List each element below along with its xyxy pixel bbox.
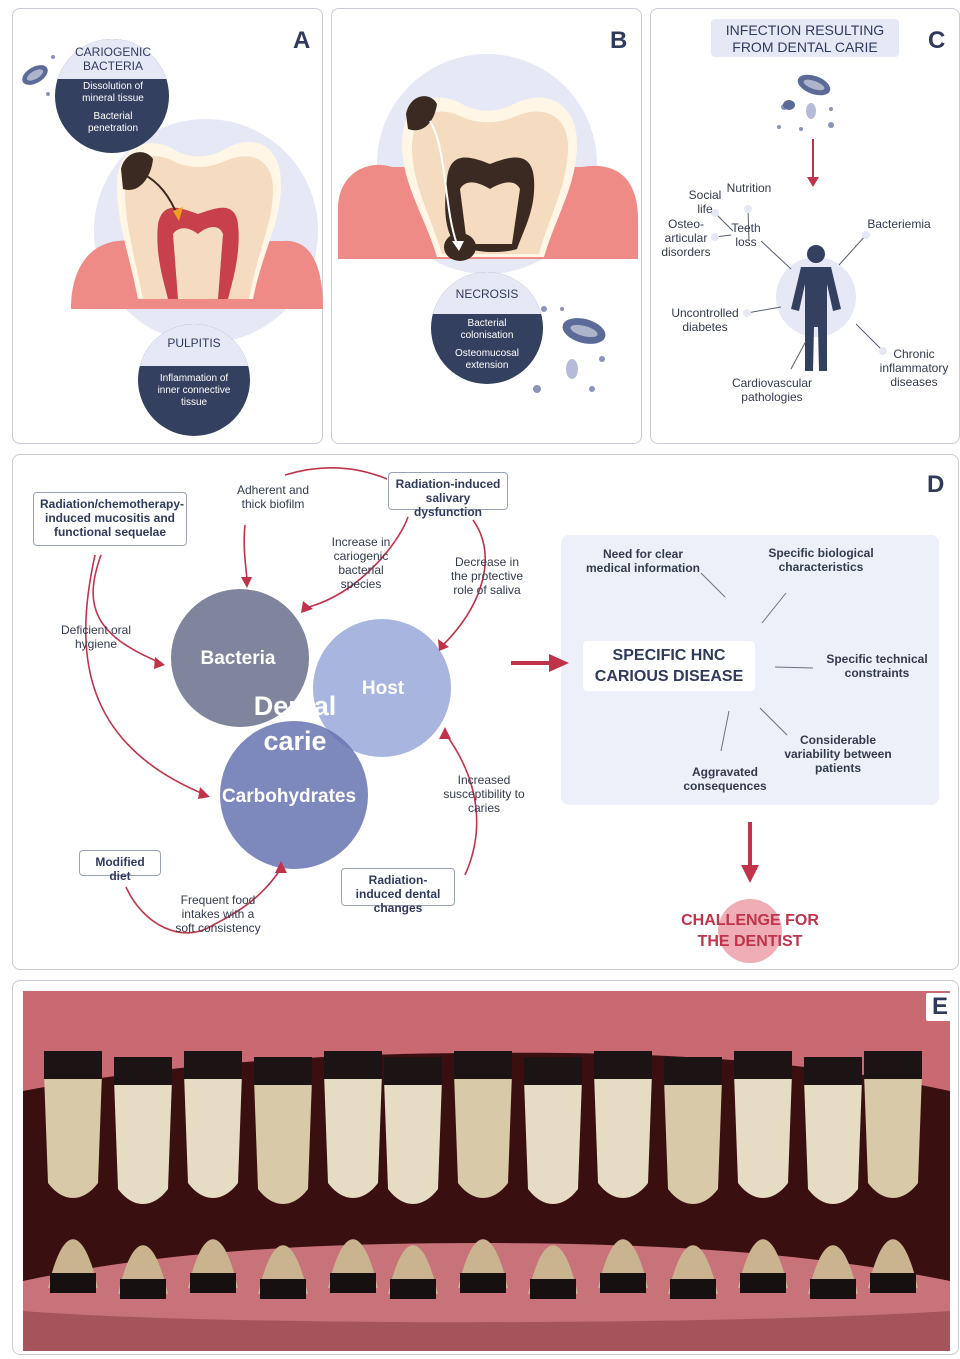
increase-annotation: Increase in cariogenic bacterial species	[317, 535, 405, 591]
cervical-caries	[50, 1273, 96, 1293]
cervical-caries	[120, 1279, 166, 1299]
cervical-caries	[190, 1273, 236, 1293]
cervical-caries	[530, 1279, 576, 1299]
hygiene-annotation: Deficient oral hygiene	[59, 623, 133, 651]
carbohydrates-circle-label: Carbohydrates	[213, 786, 365, 808]
caries-band	[664, 1057, 722, 1085]
mucositis-box: Radiation/chemotherapy-induced mucositis…	[33, 492, 187, 546]
upper-tooth	[524, 1079, 582, 1204]
upper-tooth	[664, 1079, 722, 1204]
upper-tooth	[384, 1079, 442, 1204]
panel-a: A CARIOGENIC BACTERIA Dissolution of min…	[12, 8, 323, 444]
caries-band	[384, 1057, 442, 1085]
dental-changes-box: Radiation-induced dental changes	[341, 868, 455, 906]
upper-tooth	[594, 1073, 652, 1198]
panel-b: B NECROSIS Bacterial colonisation Osteom…	[331, 8, 642, 444]
panel-c: C INFECTION RESULTING FROM DENTAL CARIE …	[650, 8, 960, 444]
modified-diet-box: Modified diet	[79, 850, 161, 876]
panel-d: D	[12, 454, 959, 970]
label-diabetes: Uncontrolled diabetes	[663, 306, 747, 334]
food-annotation: Frequent food intakes with a soft consis…	[173, 893, 263, 935]
challenge-text: CHALLENGE FOR THE DENTIST	[675, 910, 825, 952]
decrease-annotation: Decrease in the protective role of saliv…	[445, 555, 529, 597]
label-teeth-loss: Teeth loss	[725, 221, 767, 249]
biological-label: Specific biological characteristics	[761, 546, 881, 574]
cervical-caries	[260, 1279, 306, 1299]
cervical-caries	[870, 1273, 916, 1293]
upper-tooth	[324, 1073, 382, 1198]
necrosis-title: NECROSIS	[437, 287, 537, 301]
cervical-caries	[460, 1273, 506, 1293]
upper-tooth	[734, 1073, 792, 1198]
upper-tooth	[864, 1073, 922, 1198]
medical-info-label: Need for clear medical information	[583, 547, 703, 575]
cariogenic-bacteria-title: CARIOGENIC BACTERIA	[69, 45, 157, 73]
cervical-caries	[600, 1273, 646, 1293]
label-cardio: Cardiovascular pathologies	[723, 376, 821, 404]
biofilm-annotation: Adherent and thick biofilm	[233, 483, 313, 511]
bacteria-item-1: Dissolution of mineral tissue	[73, 81, 153, 105]
host-circle-label: Host	[343, 678, 423, 700]
caries-band	[864, 1051, 922, 1079]
panel-e-label: E	[926, 993, 954, 1021]
cervical-caries	[390, 1279, 436, 1299]
caries-band	[734, 1051, 792, 1079]
pulpitis-text: Inflammation of inner connective tissue	[153, 373, 235, 409]
upper-tooth	[454, 1073, 512, 1198]
upper-tooth	[254, 1079, 312, 1204]
pulpitis-title: PULPITIS	[148, 336, 240, 350]
upper-tooth	[114, 1079, 172, 1204]
label-chronic: Chronic inflammatory diseases	[869, 347, 959, 389]
panel-e: E	[12, 980, 959, 1355]
aggravated-label: Aggravated consequences	[673, 765, 777, 793]
label-bacteriemia: Bacteriemia	[859, 217, 939, 231]
necrosis-item-2: Osteomucosal extension	[446, 348, 528, 372]
upper-tooth	[804, 1079, 862, 1204]
caries-band	[324, 1051, 382, 1079]
necrosis-item-1: Bacterial colonisation	[450, 318, 524, 342]
label-nutrition: Nutrition	[721, 181, 777, 195]
upper-tooth	[184, 1073, 242, 1198]
caries-band	[454, 1051, 512, 1079]
caries-band	[594, 1051, 652, 1079]
bacteria-item-2: Bacterial penetration	[77, 111, 149, 135]
dental-carie-center-label: Dental carie	[245, 689, 345, 759]
caries-band	[804, 1057, 862, 1085]
label-osteo: Osteo-articular disorders	[655, 217, 717, 259]
susceptibility-annotation: Increased susceptibility to caries	[437, 773, 531, 815]
caries-band	[114, 1057, 172, 1085]
cervical-caries	[810, 1279, 856, 1299]
hnc-title: SPECIFIC HNC CARIOUS DISEASE	[587, 645, 751, 687]
cervical-caries	[330, 1273, 376, 1293]
clinical-photo-radiation-caries	[13, 981, 959, 1355]
cervical-caries	[670, 1279, 716, 1299]
caries-band	[254, 1057, 312, 1085]
label-social-life: Social life	[681, 188, 729, 216]
caries-band	[44, 1051, 102, 1079]
technical-label: Specific technical constraints	[819, 652, 935, 680]
caries-band	[184, 1051, 242, 1079]
variability-label: Considerable variability between patient…	[777, 733, 899, 775]
salivary-dysfunction-box: Radiation-induced salivary dysfunction	[388, 472, 508, 510]
caries-band	[524, 1057, 582, 1085]
bacteria-circle-label: Bacteria	[183, 648, 293, 670]
cervical-caries	[740, 1273, 786, 1293]
upper-tooth	[44, 1073, 102, 1198]
